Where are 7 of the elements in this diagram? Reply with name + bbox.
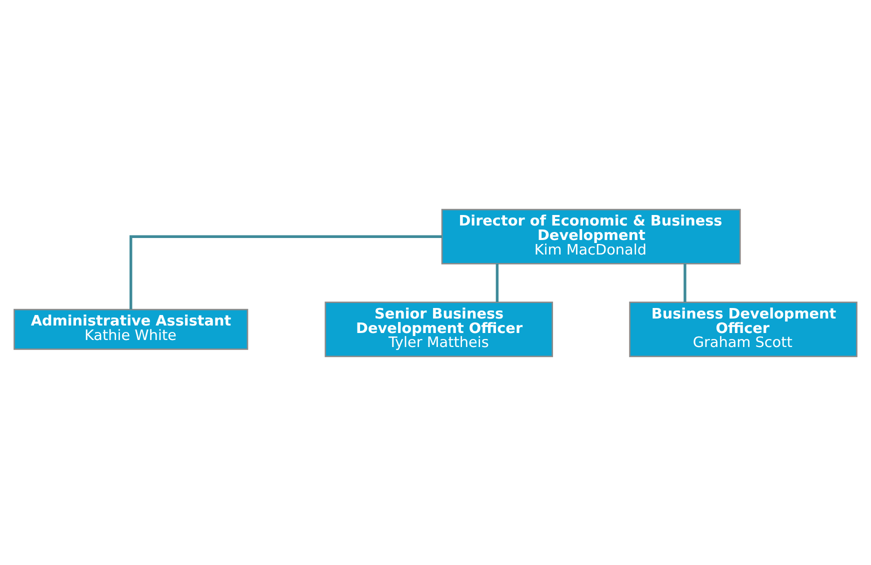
connector [684, 263, 686, 302]
node-box: Business Development Officer Graham Scott [629, 301, 858, 357]
node-box: Director of Economic & Business Development Kim MacDonald [441, 208, 741, 264]
connector [130, 234, 442, 309]
node-box: Senior Business Development Officer Tyler Mattheis [324, 301, 554, 357]
connector [496, 263, 499, 302]
node-box: Administrative Assistant Kathie White [14, 308, 248, 350]
